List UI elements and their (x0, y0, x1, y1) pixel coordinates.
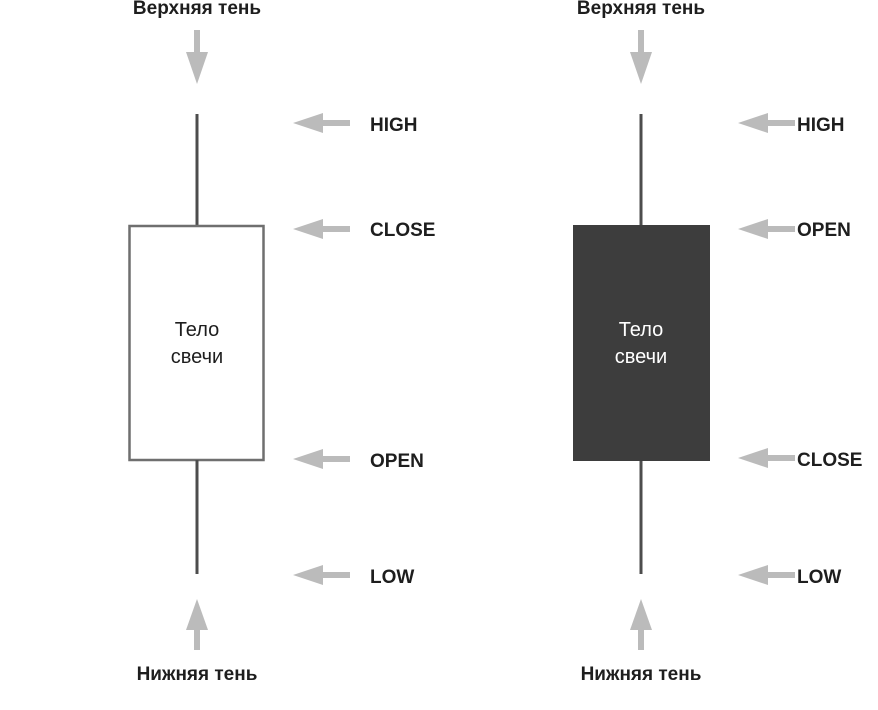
body-label-line1: Тело (175, 319, 220, 341)
open-label: OPEN (370, 451, 424, 472)
body-bottom-arrow-icon (738, 448, 795, 468)
down-arrow-icon (186, 30, 208, 84)
lower-shadow-label: Нижняя тень (137, 664, 258, 685)
close-label: CLOSE (797, 450, 862, 471)
bearish-candle: Верхняя тень Тело свечи HIGH OPEN CLOSE (573, 0, 862, 685)
high-arrow-icon (738, 113, 795, 133)
up-arrow-icon (630, 599, 652, 650)
upper-shadow-label: Верхняя тень (133, 0, 261, 19)
upper-shadow-label: Верхняя тень (577, 0, 705, 19)
body-top-arrow-icon (293, 219, 350, 239)
up-arrow-icon (186, 599, 208, 650)
low-label: LOW (370, 567, 414, 588)
body-label-line1: Тело (619, 319, 664, 341)
body-label-line2: свечи (615, 346, 667, 368)
filled-candle-body (573, 225, 710, 461)
high-label: HIGH (797, 115, 845, 136)
bullish-candle: Верхняя тень Тело свечи HIGH CLOSE OPEN (128, 0, 435, 685)
body-top-arrow-icon (738, 219, 795, 239)
low-label: LOW (797, 567, 841, 588)
close-label: CLOSE (370, 220, 435, 241)
low-arrow-icon (293, 565, 350, 585)
high-arrow-icon (293, 113, 350, 133)
high-label: HIGH (370, 115, 418, 136)
body-label-line2: свечи (171, 346, 223, 368)
lower-shadow-label: Нижняя тень (581, 664, 702, 685)
open-label: OPEN (797, 220, 851, 241)
low-arrow-icon (738, 565, 795, 585)
down-arrow-icon (630, 30, 652, 84)
body-bottom-arrow-icon (293, 449, 350, 469)
hollow-candle-body (128, 224, 265, 462)
